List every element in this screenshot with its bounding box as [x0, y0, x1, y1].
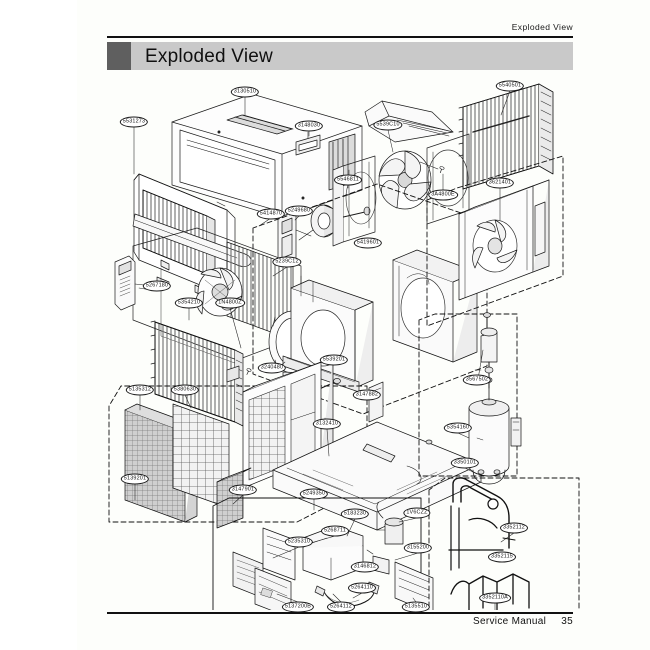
footer-page-number: 35 [561, 616, 573, 627]
callout-label: 5354210 [174, 297, 204, 309]
callout-label: 5264110 [348, 582, 376, 594]
callout-label: 5414870 [256, 208, 286, 220]
callout-label: 5249350 [299, 488, 329, 500]
running-head: Exploded View [511, 22, 573, 32]
callout-label: 5137200B [281, 601, 315, 613]
callout-label: 1V6CZZ [403, 507, 431, 519]
callout-label: 5135312 [125, 384, 155, 396]
top-deflector [364, 100, 454, 143]
callout-label: 3352112 [500, 522, 528, 534]
callout-label: 3352115 [488, 551, 516, 563]
callout-label: 5267180 [142, 280, 172, 292]
callout-label: 3148030 [294, 120, 324, 132]
callout-label: 3132410 [312, 418, 342, 430]
callout-label: 3130510 [230, 86, 260, 98]
control-box-upper [277, 155, 377, 266]
condenser-coil [458, 83, 554, 190]
callout-label: 5249680 [284, 205, 314, 217]
mounting-bracket [295, 131, 321, 156]
callout-label: 3567502 [462, 374, 492, 386]
callout-label: 5264112 [327, 601, 355, 613]
callout-label: 5540501 [495, 80, 525, 92]
footer: Service Manual 35 [77, 616, 573, 627]
header-rule [107, 36, 573, 39]
page-title: Exploded View [145, 46, 273, 67]
callout-label: 5268711 [321, 525, 349, 537]
callout-label: 3146812 [350, 561, 380, 573]
footer-manual-label: Service Manual [473, 616, 547, 627]
callout-label: 3A4800E [428, 189, 458, 201]
callout-label: 5235310 [284, 536, 314, 548]
remote-control [114, 255, 154, 311]
callout-label: 3155200 [403, 542, 433, 554]
callout-label: 1N4800Z [215, 297, 245, 309]
callout-label: 3350101 [450, 457, 480, 469]
callout-label: 5135510 [401, 601, 431, 613]
tubing-box [428, 477, 580, 610]
manual-page: Exploded View Exploded View [77, 0, 650, 650]
callout-label: 3240480 [257, 362, 287, 374]
callout-label: 5539C10 [373, 119, 403, 131]
callout-label: 5531273 [119, 116, 149, 128]
compressor-box [418, 312, 522, 485]
callout-label: 3352110A [479, 592, 511, 604]
callout-label: 3147901 [228, 484, 258, 496]
front-frame-assembly [132, 173, 302, 367]
section-title-bar: Exploded View [107, 42, 573, 70]
callout-label: 5539201 [319, 354, 349, 366]
callout-label: 5419601 [353, 237, 383, 249]
callout-label: 5546811 [334, 174, 362, 186]
callout-label: 5139201 [120, 473, 150, 485]
callout-label: 5354160 [443, 422, 473, 434]
footer-rule [107, 612, 573, 615]
fan-shroud-box [426, 155, 564, 327]
callout-label: 5380630 [170, 384, 200, 396]
callout-label: 5183230 [340, 508, 370, 520]
callout-label: 3147882 [352, 389, 382, 401]
title-accent-chip [107, 42, 131, 70]
condenser-fan [378, 133, 470, 225]
exploded-view-diagram: 3130510 5531273 3148030 5539C10 5540501 … [77, 70, 650, 613]
callout-label: 5239C12 [272, 256, 302, 268]
callout-label: 3621401 [485, 177, 515, 189]
